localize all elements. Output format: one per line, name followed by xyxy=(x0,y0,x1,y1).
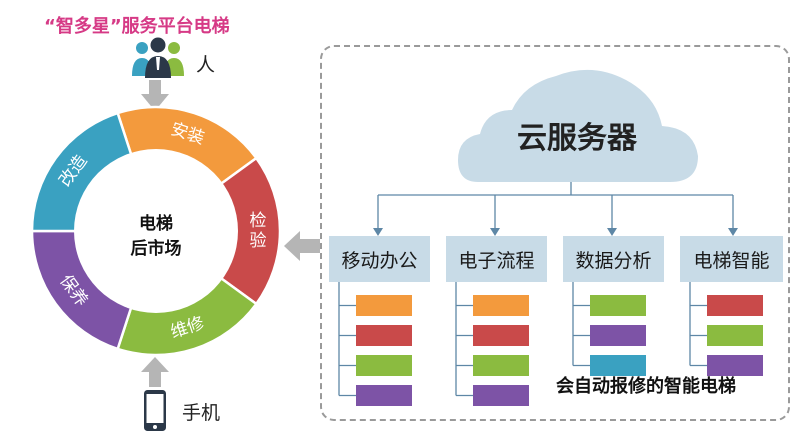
connector-arrowheads xyxy=(373,228,738,236)
module-bar xyxy=(356,295,412,316)
module-data-analysis: 数据分析 xyxy=(563,236,664,282)
phone-label: 手机 xyxy=(182,402,221,424)
module-bar xyxy=(590,295,646,316)
module-bar xyxy=(473,295,529,316)
module-bar xyxy=(590,325,646,346)
module-bar xyxy=(356,385,412,406)
person-label: 人 xyxy=(196,54,216,76)
module-mobile-office: 移动办公 xyxy=(329,236,430,282)
module-bar xyxy=(707,325,763,346)
people-icon xyxy=(132,37,184,78)
module-bar xyxy=(707,355,763,376)
cloud-label: 云服务器 xyxy=(517,121,638,156)
cloud-server: 云服务器 xyxy=(458,69,698,182)
ring-center-line1: 电梯 xyxy=(139,213,173,234)
module-elevator-smart: 电梯智能 xyxy=(680,236,783,282)
arrow-up-icon xyxy=(141,357,169,387)
module-bar xyxy=(473,325,529,346)
ring-center xyxy=(74,149,238,313)
arrow-left-icon xyxy=(284,231,320,261)
ring-center-line2: 后市场 xyxy=(131,238,182,259)
module-bar xyxy=(707,295,763,316)
module-bar xyxy=(356,325,412,346)
module-bar xyxy=(473,385,529,406)
module-e-workflow: 电子流程 xyxy=(446,236,547,282)
module-bar xyxy=(590,355,646,376)
diagram-title: “智多星”服务平台电梯 xyxy=(44,16,230,37)
module-bar xyxy=(473,355,529,376)
arrow-down-icon xyxy=(141,80,169,111)
module-bar xyxy=(356,355,412,376)
connector-lines xyxy=(377,182,734,230)
ring-segment-label: 检验 xyxy=(250,211,267,251)
phone-icon xyxy=(144,390,166,431)
tagline: 会自动报修的智能电梯 xyxy=(556,376,736,397)
platform-frame xyxy=(320,45,790,421)
